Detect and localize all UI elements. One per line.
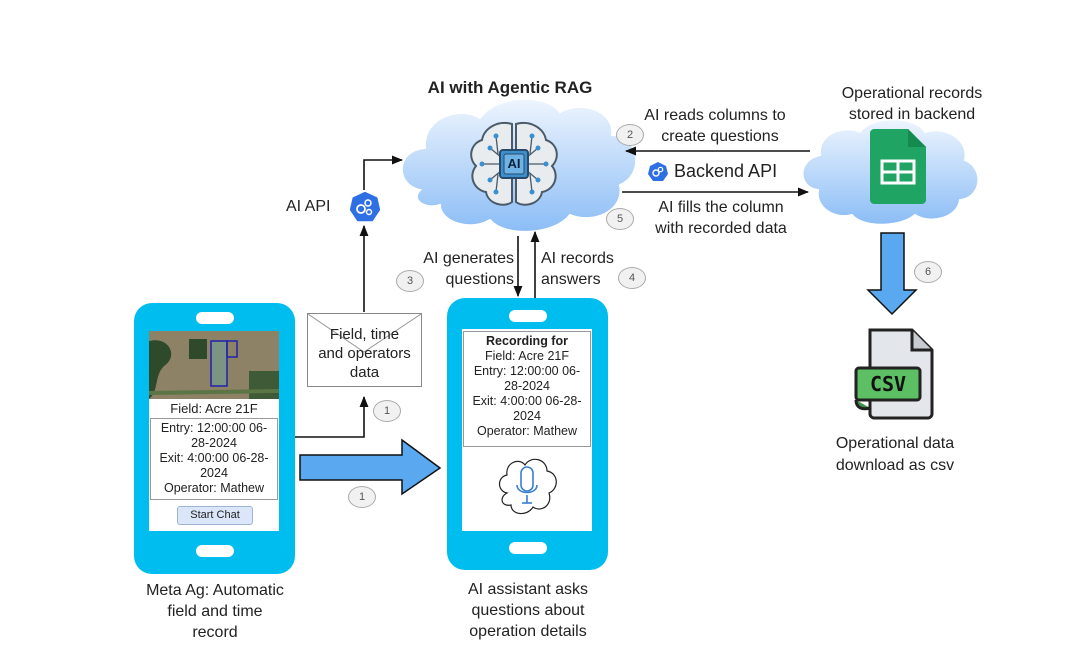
entry-line1: Entry: 12:00:00 06-: [473, 364, 581, 378]
fills-column-label-line2: with recorded data: [655, 220, 787, 237]
envelope-text-line2: and operators: [318, 345, 411, 362]
step-badge-2: 2: [616, 124, 644, 146]
step-badge-4: 4: [618, 267, 646, 289]
data-envelope: Field, time and operators data: [307, 313, 422, 387]
ai-api-label: AI API: [286, 198, 331, 215]
field-name: Field: Acre 21F: [170, 401, 258, 416]
records-answers-label-line1: AI records: [541, 250, 614, 267]
reads-columns-label-line1: AI reads columns to: [644, 107, 786, 124]
step-badge-6: 6: [914, 261, 942, 283]
phone-meta-ag: Field: Acre 21F Entry: 12:00:00 06- 28-2…: [134, 303, 295, 574]
csv-caption-line2: download as csv: [835, 457, 955, 474]
phone-ai-assistant: Recording for Field: Acre 21F Entry: 12:…: [447, 298, 608, 570]
ai-cloud-title: AI with Agentic RAG: [427, 78, 593, 97]
record-details: Entry: 12:00:00 06- 28-2024 Exit: 4:00:0…: [150, 418, 278, 500]
recording-heading: Recording for: [486, 334, 568, 348]
phone-meta-ag-screen: Field: Acre 21F Entry: 12:00:00 06- 28-2…: [149, 331, 279, 531]
backend-api-icon: [648, 162, 668, 182]
google-sheets-icon: [870, 129, 926, 204]
meta-ag-caption-line3: record: [192, 624, 238, 641]
start-chat-button[interactable]: Start Chat: [177, 506, 253, 525]
exit-line1: Exit: 4:00:00 06-28-: [159, 451, 269, 465]
meta-ag-caption-line2: field and time: [167, 603, 263, 620]
download-block-arrow: [866, 232, 918, 316]
backend-title-line1: Operational records: [841, 85, 983, 102]
phone-home-button[interactable]: [195, 545, 234, 557]
recording-details: Recording for Field: Acre 21F Entry: 12:…: [463, 331, 591, 447]
step-badge-1-handoff: 1: [348, 486, 376, 508]
csv-file-label: CSV: [869, 372, 907, 396]
handoff-block-arrow: [299, 438, 442, 496]
meta-ag-caption-line1: Meta Ag: Automatic: [146, 582, 284, 599]
ai-api-icon: [348, 190, 382, 224]
entry-line2: 28-2024: [504, 379, 550, 393]
entry-line1: Entry: 12:00:00 06-: [160, 421, 268, 435]
operator-line: Operator: Mathew: [476, 424, 578, 438]
records-answers-label-line2: answers: [541, 271, 601, 288]
exit-line2: 2024: [513, 409, 541, 423]
step-badge-5: 5: [606, 208, 634, 230]
fills-column-label-line1: AI fills the column: [658, 199, 784, 216]
brain-circuit-icon: AI: [462, 118, 566, 210]
backend-title-line2: stored in backend: [848, 106, 976, 123]
exit-line1: Exit: 4:00:00 06-28-: [472, 394, 582, 408]
connector-api-to-cloud: [363, 155, 404, 190]
ai-assistant-caption-line3: operation details: [469, 623, 587, 640]
ai-assistant-caption-line2: questions about: [471, 602, 585, 619]
phone-speaker: [508, 310, 547, 322]
generates-questions-label-line2: questions: [445, 271, 515, 288]
csv-file-icon: CSV: [854, 328, 936, 420]
field-name: Field: Acre 21F: [484, 349, 570, 363]
entry-line2: 28-2024: [191, 436, 237, 450]
exit-line2: 2024: [200, 466, 228, 480]
envelope-text-line1: Field, time: [329, 326, 400, 343]
microphone-icon[interactable]: [493, 453, 561, 519]
phone-home-button[interactable]: [508, 542, 547, 554]
reads-columns-label-line2: create questions: [661, 128, 779, 145]
ai-chip-label: AI: [507, 156, 521, 171]
generates-questions-label-line1: AI generates: [423, 250, 514, 267]
operator-line: Operator: Mathew: [163, 481, 265, 495]
connector-phone-to-envelope: [295, 395, 369, 438]
step-badge-1-envelope: 1: [373, 400, 401, 422]
envelope-text-line3: data: [349, 364, 380, 381]
ai-assistant-caption-line1: AI assistant asks: [467, 581, 589, 598]
field-satellite-map: [149, 331, 279, 399]
phone-speaker: [195, 312, 234, 324]
step-badge-3: 3: [396, 270, 424, 292]
backend-api-label: Backend API: [674, 161, 778, 181]
phone-ai-assistant-screen: Recording for Field: Acre 21F Entry: 12:…: [462, 329, 592, 531]
csv-caption-line1: Operational data: [835, 435, 955, 452]
